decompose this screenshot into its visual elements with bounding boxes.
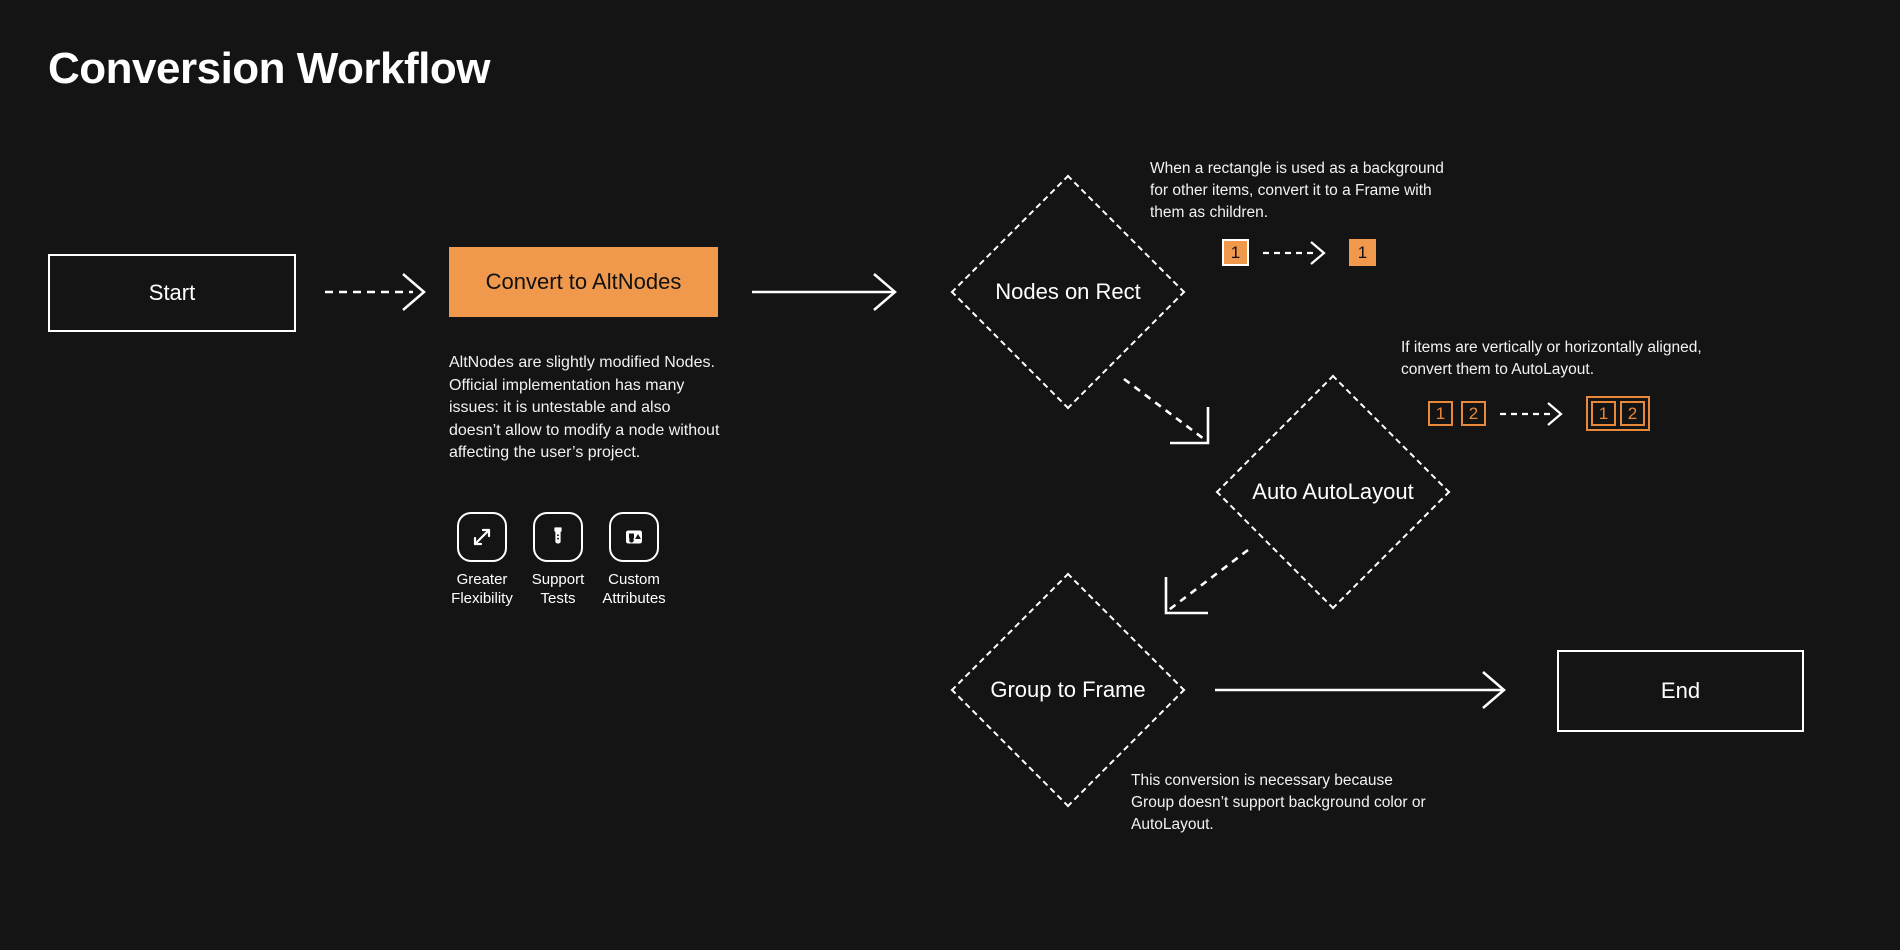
shapes-icon: [609, 512, 659, 562]
convert-description: AltNodes are slightly modified Nodes. Of…: [449, 354, 720, 461]
node-convert-label: Convert to AltNodes: [485, 269, 682, 294]
dashed-arrow-right-icon: [1263, 240, 1335, 266]
feature-support-tests[interactable]: Support Tests: [519, 512, 597, 608]
edge-auto-autolayout-to-group-to-frame: [1130, 545, 1260, 630]
node-nodes-on-rect[interactable]: Nodes on Rect: [950, 174, 1186, 410]
dashed-arrow-right-icon: [1500, 401, 1572, 427]
badge-before-1: 1: [1222, 239, 1249, 266]
node-start-label: Start: [148, 280, 196, 305]
node-group-to-frame-label: Group to Frame: [990, 677, 1146, 702]
solid-arrow-right-icon: [1215, 671, 1506, 709]
dashed-corner-arrow-down-right-icon: [1123, 377, 1210, 445]
badge-after-2: 2: [1620, 401, 1645, 426]
node-end-label: End: [1660, 678, 1701, 703]
node-auto-autolayout[interactable]: Auto AutoLayout: [1215, 374, 1451, 610]
edge-group-to-frame-to-end: [1215, 670, 1520, 710]
node-group-to-frame[interactable]: Group to Frame: [950, 572, 1186, 808]
expand-arrows-icon: [457, 512, 507, 562]
test-tube-icon: [533, 512, 583, 562]
feature-greater-flexibility[interactable]: Greater Flexibility: [443, 512, 521, 608]
node-convert-to-altnodes[interactable]: Convert to AltNodes: [449, 247, 718, 317]
edge-convert-to-nodes-on-rect: [752, 272, 912, 312]
node-end[interactable]: End: [1557, 650, 1804, 732]
feature-custom-attributes[interactable]: Custom Attributes: [595, 512, 673, 608]
annotation-group-to-frame-text: This conversion is necessary because Gro…: [1131, 772, 1426, 833]
badge-before-1: 1: [1428, 401, 1453, 426]
node-start[interactable]: Start: [48, 254, 296, 332]
solid-arrow-right-icon: [752, 273, 897, 311]
edge-nodes-on-rect-to-auto-autolayout: [1120, 375, 1250, 460]
dashed-arrow-right-icon: [325, 273, 426, 311]
dashed-corner-arrow-down-left-icon: [1164, 548, 1249, 615]
annotation-nodes-on-rect-badges: 1 1: [1222, 239, 1376, 266]
feature-label: Greater Flexibility: [451, 571, 513, 607]
node-nodes-on-rect-label: Nodes on Rect: [995, 279, 1141, 304]
badge-after-1: 1: [1349, 239, 1376, 266]
feature-label: Support Tests: [531, 571, 585, 607]
badge-group-after: 1 2: [1586, 396, 1650, 431]
badge-after-1: 1: [1591, 401, 1616, 426]
annotation-nodes-on-rect-text: When a rectangle is used as a background…: [1150, 160, 1444, 221]
edge-start-to-convert: [325, 272, 445, 312]
node-auto-autolayout-label: Auto AutoLayout: [1252, 479, 1414, 504]
annotation-auto-autolayout-text: If items are vertically or horizontally …: [1401, 339, 1702, 378]
annotation-auto-autolayout-badges: 1 2 1 2: [1428, 396, 1650, 431]
badge-before-2: 2: [1461, 401, 1486, 426]
feature-label: Custom Attributes: [602, 571, 666, 607]
page-title: Conversion Workflow: [48, 44, 490, 93]
